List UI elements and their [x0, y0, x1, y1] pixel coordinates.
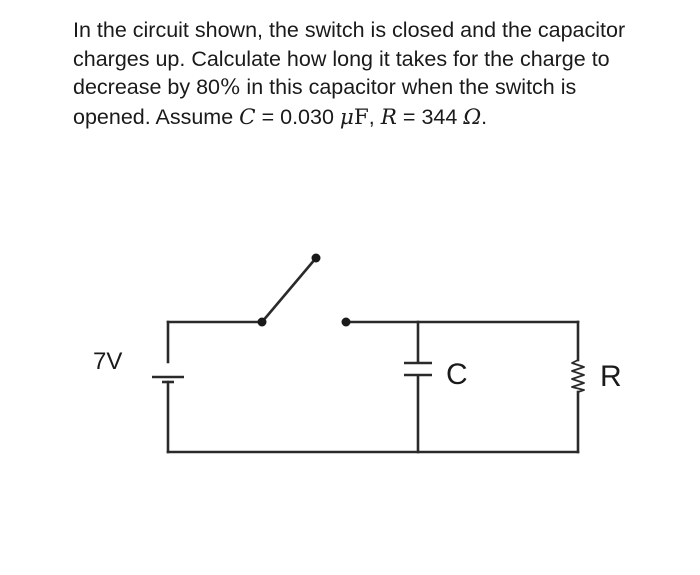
question-line-2: charges up. Calculate how long it takes … [73, 46, 610, 71]
percent-symbol: % [220, 75, 241, 100]
question-line-3-end: in this capacitor when the switch is [240, 75, 577, 99]
battery-label: 7V [93, 348, 122, 375]
question-line-3: decrease by 80% in this capacitor when t… [73, 73, 673, 103]
sentence-period: . [481, 104, 488, 129]
resistor-zigzag [571, 359, 585, 393]
ohm-unit: Ω [463, 104, 482, 130]
capacitance-value: = 0.030 [255, 104, 340, 129]
micro-prefix: μ [339, 104, 354, 130]
resistance-symbol: R [380, 104, 397, 130]
question-line-4-start: opened. Assume [73, 104, 240, 129]
resistor-label: R [600, 360, 622, 393]
farad-unit: F [353, 104, 369, 130]
resistance-value: = 344 [396, 104, 464, 129]
question-line-3-start: decrease by 80 [73, 75, 221, 99]
switch-pivot-dot [257, 317, 267, 327]
comma-separator: , [368, 104, 381, 129]
capacitor-label: C [446, 358, 468, 391]
switch-blade-tip-dot [311, 253, 321, 263]
capacitance-symbol: C [239, 104, 256, 130]
switch-blade [260, 256, 318, 324]
question-text: In the circuit shown, the switch is clos… [73, 16, 673, 132]
switch-contact-dot [341, 317, 351, 327]
question-line-1: In the circuit shown, the switch is clos… [73, 18, 626, 42]
question-line-4: opened. Assume C = 0.030 μF, R = 344 Ω. [73, 103, 673, 133]
